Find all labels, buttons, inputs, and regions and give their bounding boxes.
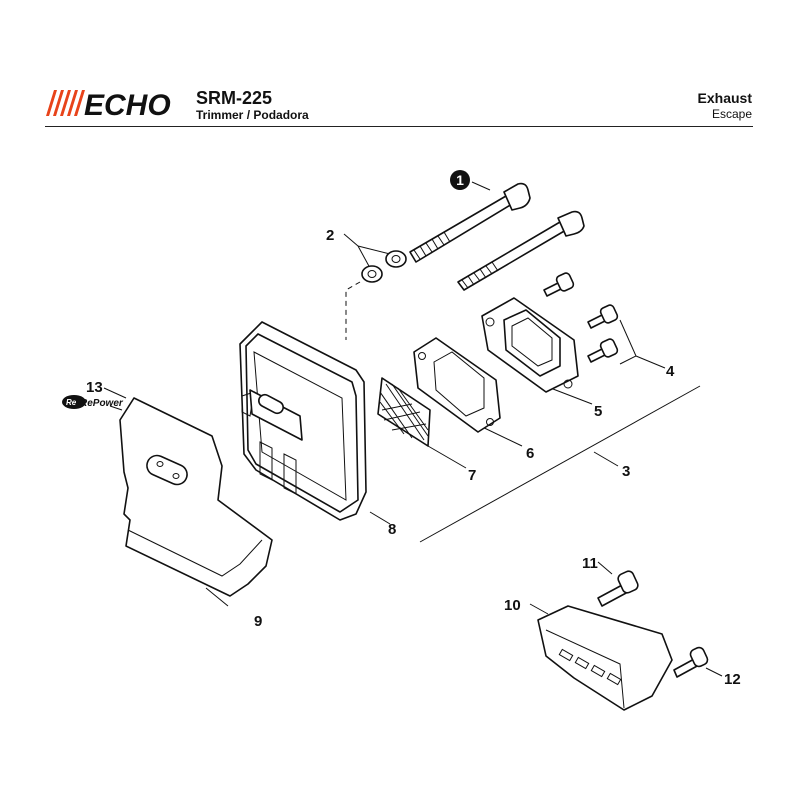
model-number: SRM-225 [196,88,273,108]
washer-part-2 [361,250,407,283]
callout-9: 9 [254,613,262,630]
callout-3: 3 [622,463,630,480]
leader-lines [103,181,723,677]
callout-10: 10 [504,597,521,614]
muffler-part-8 [239,321,367,521]
section-title-es: Escape [711,107,752,121]
cover-screw-part-11 [597,570,639,607]
echo-logo: ECHO [46,89,171,122]
callout-11: 11 [582,555,598,572]
gasket-part-6 [413,337,501,433]
svg-text:Re: Re [66,398,77,407]
callout-12: 12 [724,671,741,688]
flange-part-5 [481,297,579,393]
section-title-en: Exhaust [697,90,752,106]
callout-5: 5 [594,403,602,420]
brand-name: ECHO [84,89,171,122]
product-subtitle: Trimmer / Podadora [196,108,309,122]
long-bolt-part-1 [409,182,585,291]
repower-label: RePower [80,398,124,409]
callout-1: 1 [456,172,464,188]
cover-screw-part-12 [673,646,709,678]
exhaust-cover-part-10 [537,605,673,711]
callout-6: 6 [526,445,534,462]
page-header: ECHO SRM-225 Trimmer / Podadora Exhaust … [0,0,800,130]
spark-screen-part-7 [377,377,431,447]
callout-1-circle [450,170,470,190]
short-bolt-part-4 [543,272,619,363]
header-rule [45,126,753,127]
callout-8: 8 [388,521,396,538]
repower-marker: Re RePower [62,395,124,411]
heat-shield-part-9 [119,397,273,597]
callout-13: 13 [86,379,103,396]
callout-7: 7 [468,467,476,484]
callout-2: 2 [326,227,334,244]
callout-4: 4 [666,363,675,380]
